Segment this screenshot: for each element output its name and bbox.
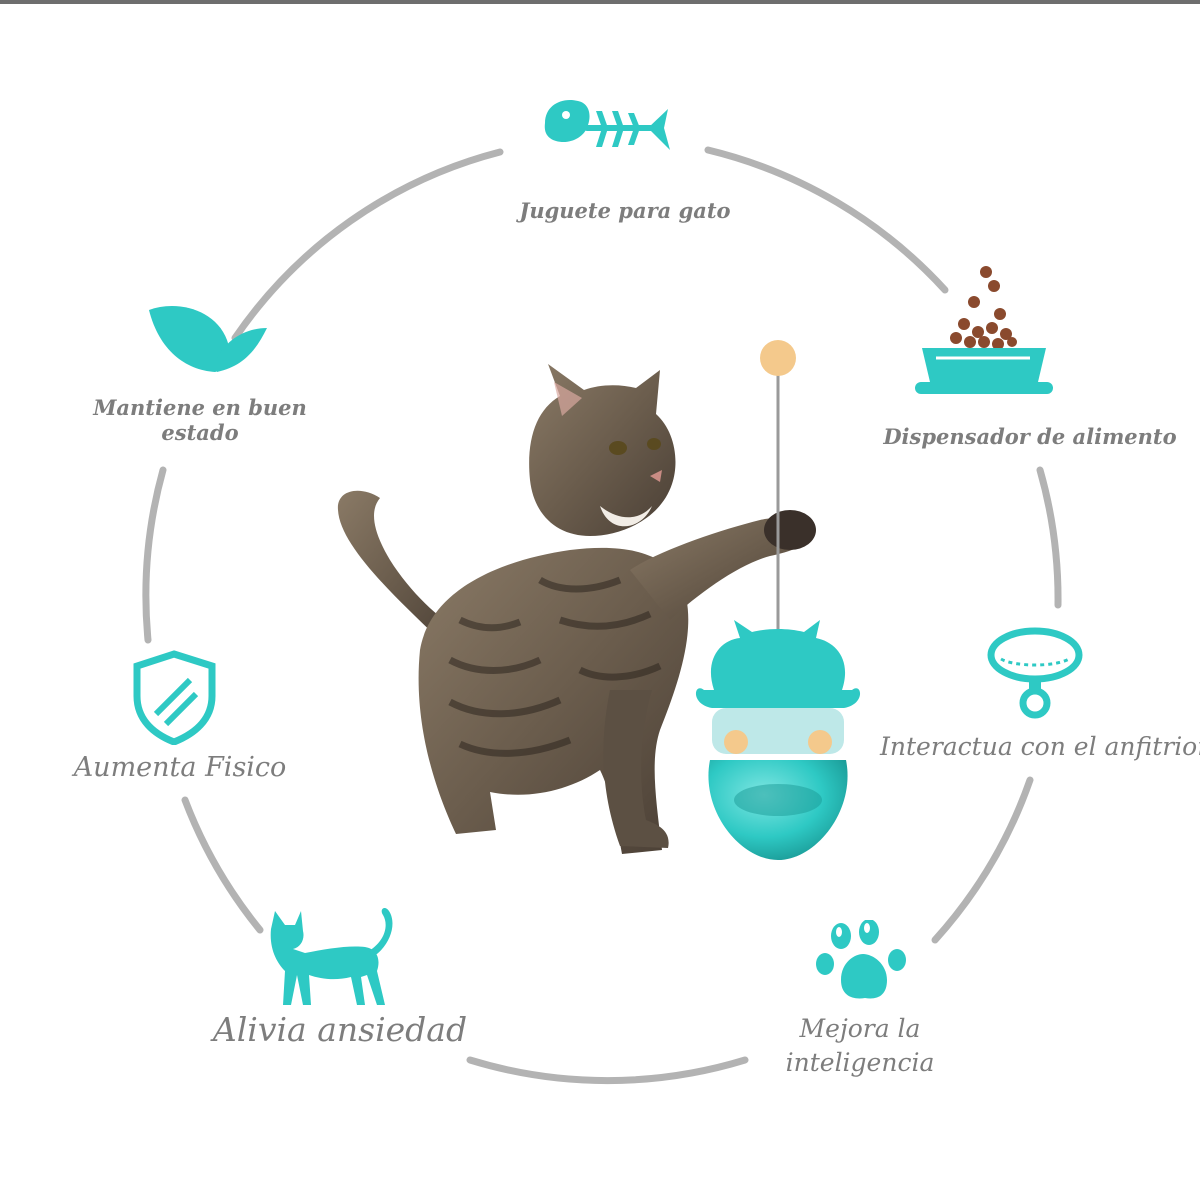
- feature-label-interactua: Interactua con el anfitrion: [880, 732, 1200, 761]
- top-border: [0, 0, 1200, 4]
- food-bowl-icon: [915, 266, 1053, 394]
- cat-front-standing-leg: [603, 690, 669, 848]
- cat-tail: [337, 490, 460, 650]
- product-image: [337, 340, 861, 860]
- feature-label-mejora: Mejora la inteligencia: [760, 1012, 960, 1080]
- feature-label-aumenta: Aumenta Fisico: [73, 752, 287, 783]
- feature-label-juguete: Juguete para gato: [519, 198, 731, 223]
- feature-label-dispensador: Dispensador de alimento: [883, 424, 1177, 449]
- feature-label-mejora-line1: Mejora la: [799, 1014, 921, 1043]
- tumbler-toy: [695, 620, 861, 860]
- paw-print-icon: [816, 920, 906, 999]
- feature-label-mantiene-line1: Mantiene en buen: [93, 395, 307, 420]
- toy-top-ball: [760, 340, 796, 376]
- fish-bone-icon: [544, 99, 670, 150]
- feature-label-mejora-line2: inteligencia: [785, 1047, 935, 1077]
- feature-label-mantiene-line2: estado: [161, 420, 239, 446]
- shield-icon: [133, 650, 216, 745]
- cat-silhouette-icon: [270, 908, 393, 1005]
- cat-paw: [764, 510, 816, 550]
- feature-label-mantiene: Mantiene en buen estado: [70, 395, 330, 445]
- leaf-icon: [149, 305, 267, 372]
- cat-collar-icon: [987, 627, 1083, 719]
- cat-front-leg: [630, 517, 813, 620]
- feature-label-alivia: Alivia ansiedad: [212, 1010, 468, 1049]
